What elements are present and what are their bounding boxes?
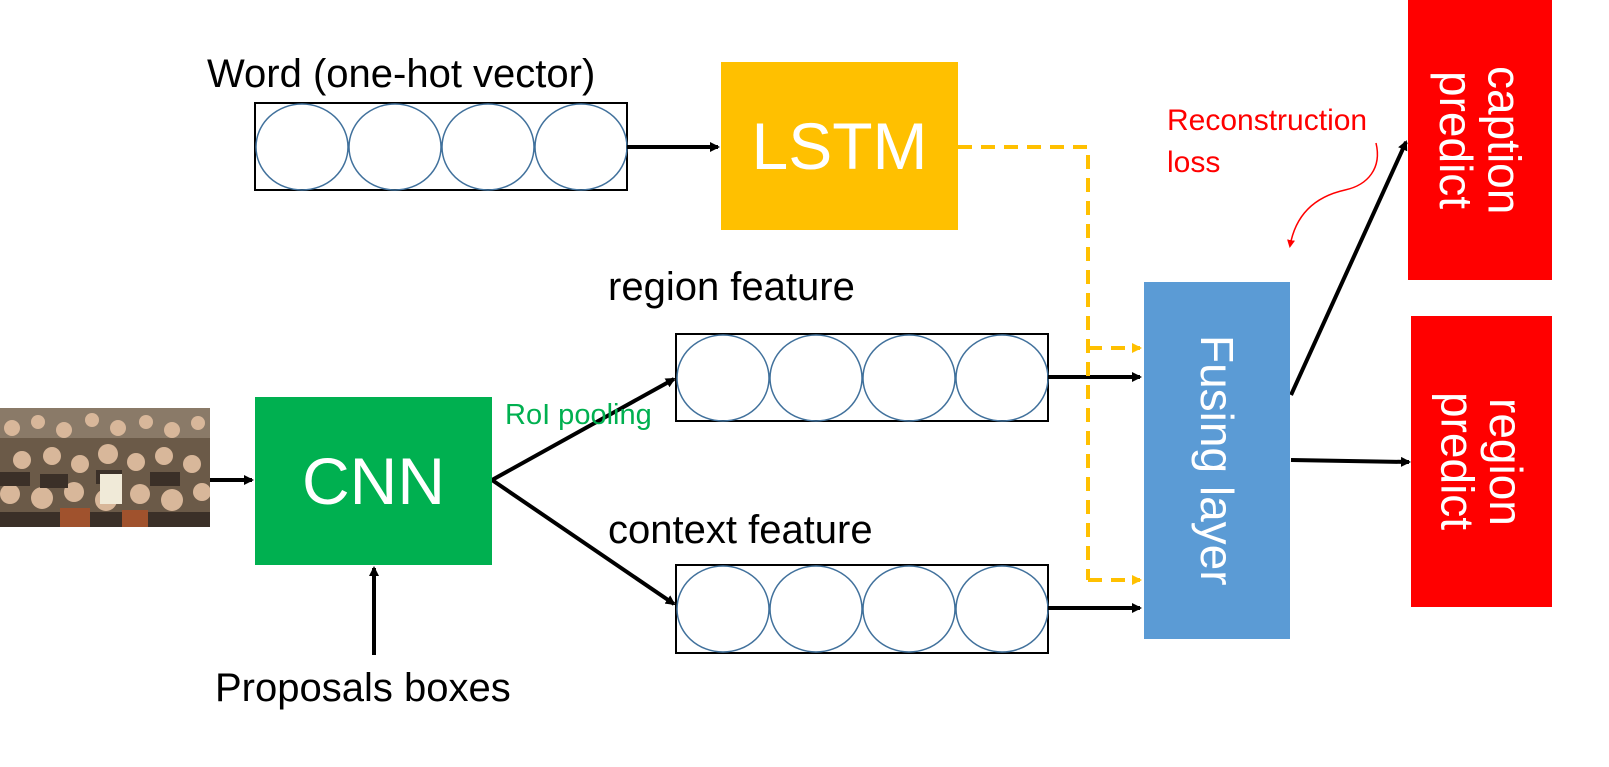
caption-predict-line1: caption — [1478, 65, 1531, 215]
caption-predict-line2: predict — [1430, 70, 1482, 210]
word-vector-label: Word (one-hot vector) — [207, 52, 596, 96]
crowd-photo-icon — [0, 408, 210, 527]
dashed-lstm-to-fusing — [958, 145, 1142, 585]
cnn-label: CNN — [302, 444, 445, 518]
reconstruction-loss-label: loss — [1167, 146, 1221, 179]
arrow-cnn-to-context — [490, 478, 676, 606]
reconstruction-arrow — [1287, 142, 1379, 248]
reconstruction-label: Reconstruction — [1167, 104, 1368, 137]
lstm-block: LSTM — [721, 62, 958, 230]
caption-predict-block: caption predict — [1408, 0, 1552, 280]
roi-pooling-label: RoI pooling — [505, 399, 652, 431]
region-feature-vector — [675, 333, 1049, 422]
context-feature-vector — [675, 564, 1049, 654]
context-feature-label: context feature — [608, 508, 873, 552]
arrow-fusing-to-caption — [1289, 140, 1408, 396]
region-predict-line2: predict — [1431, 392, 1484, 531]
region-predict-block: region predict — [1411, 316, 1552, 607]
arrow-fusing-to-region — [1290, 456, 1411, 467]
input-image — [0, 408, 210, 527]
region-feature-label: region feature — [608, 265, 855, 309]
word-vector — [254, 102, 628, 191]
region-predict-line1: region — [1479, 397, 1532, 526]
proposals-boxes-label: Proposals boxes — [215, 666, 511, 710]
fusing-layer-label: Fusing layer — [1191, 335, 1244, 586]
lstm-label: LSTM — [751, 109, 928, 183]
cnn-block: CNN — [255, 397, 492, 565]
fusing-layer-block: Fusing layer — [1144, 282, 1290, 639]
arrow-cnn-to-region — [491, 377, 676, 482]
